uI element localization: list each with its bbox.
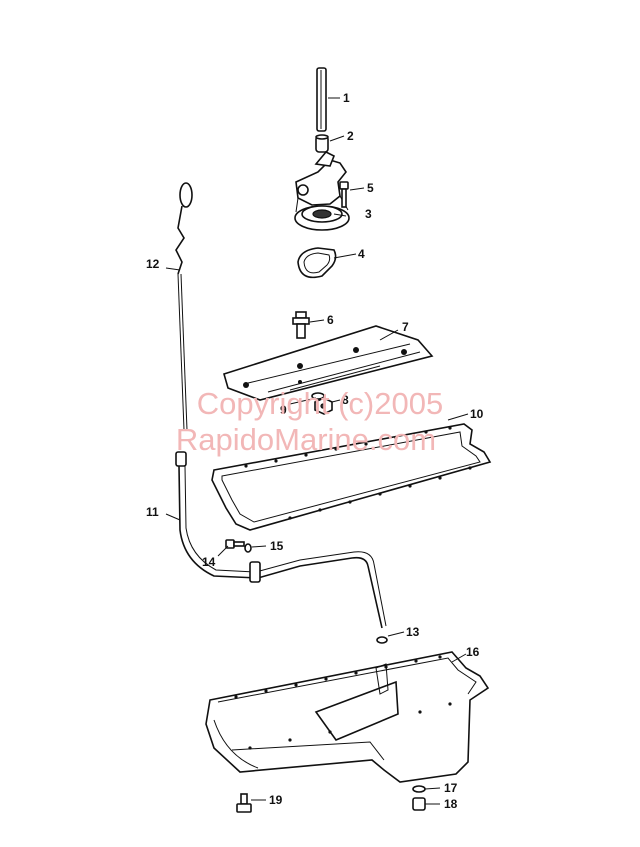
part-3-oil-pump (294, 151, 350, 231)
part-8-nut (314, 397, 333, 415)
callout-18: 18 (444, 797, 458, 811)
callout-numbers: 1 2 3 4 5 6 7 8 9 10 11 12 13 14 15 16 1… (146, 91, 484, 811)
callout-16: 16 (466, 645, 480, 659)
part-11-dipstick-tube (175, 451, 387, 629)
callout-19: 19 (269, 793, 283, 807)
callout-4: 4 (358, 247, 365, 261)
callout-7: 7 (402, 320, 409, 334)
part-14-bolt (225, 539, 245, 549)
part-17-washer (412, 785, 426, 793)
callout-6: 6 (327, 313, 334, 327)
watermark-line-2: RapidoMarine.com (176, 422, 436, 457)
part-18-drain-plug (412, 797, 426, 811)
part-10-pan-gasket (211, 423, 492, 531)
part-16-oil-pan (205, 651, 490, 783)
part-2-sleeve (315, 134, 329, 153)
part-19-bolt (236, 793, 252, 813)
part-15-washer (244, 543, 252, 553)
copyright-watermark: Copyright (c)2005 RapidoMarine.com (176, 386, 443, 457)
callout-3: 3 (365, 207, 372, 221)
callout-12: 12 (146, 257, 160, 271)
callout-1: 1 (343, 91, 350, 105)
callout-13: 13 (406, 625, 420, 639)
part-12-dipstick (175, 182, 193, 431)
leader-lines (165, 97, 469, 805)
callout-17: 17 (444, 781, 458, 795)
callout-10: 10 (470, 407, 484, 421)
callout-14: 14 (202, 555, 216, 569)
part-9-washer (311, 392, 325, 400)
callout-9: 9 (280, 403, 287, 417)
part-6-stud (292, 311, 310, 339)
pan-bolt-holes (234, 655, 452, 750)
callout-11: 11 (146, 505, 159, 519)
part-1-pickup-tube (316, 67, 327, 132)
gasket-bolt-holes (244, 426, 472, 520)
callout-5: 5 (367, 181, 374, 195)
part-7-windage-tray (223, 325, 434, 401)
part-13-o-ring (376, 636, 388, 644)
callout-8: 8 (342, 393, 349, 407)
part-4-pump-gasket (297, 247, 337, 279)
watermark-line-1: Copyright (c)2005 (197, 386, 443, 421)
part-5-bolt (339, 181, 349, 208)
callout-15: 15 (270, 539, 284, 553)
callout-2: 2 (347, 129, 354, 143)
